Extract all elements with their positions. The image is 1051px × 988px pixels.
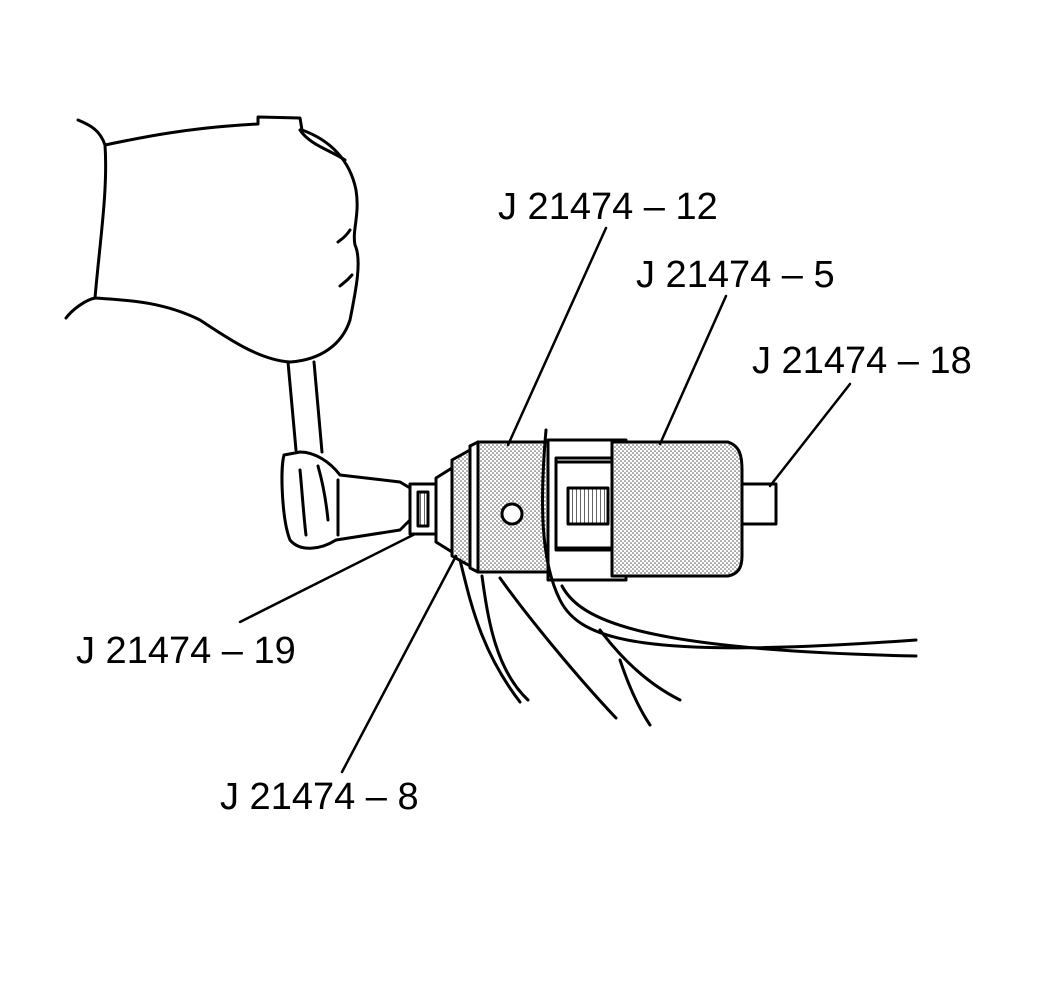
ratchet-wrench-icon [280, 360, 412, 550]
leader-19 [238, 532, 417, 624]
leader-lines [238, 226, 852, 774]
callout-j21474-18: J 21474 – 18 [752, 340, 972, 382]
leader-5 [658, 294, 728, 446]
end-nut [740, 482, 778, 526]
cable-icon [458, 428, 918, 727]
callout-j21474-19: J 21474 – 19 [76, 630, 296, 672]
washer-plate [450, 440, 480, 574]
leader-12 [506, 226, 608, 447]
extension-adapter [408, 466, 454, 554]
leader-8 [340, 554, 458, 774]
hand-icon [64, 115, 360, 364]
callout-j21474-8: J 21474 – 8 [220, 776, 419, 818]
callout-j21474-12: J 21474 – 12 [498, 186, 718, 228]
tool-body [610, 440, 744, 578]
callout-j21474-5: J 21474 – 5 [636, 254, 835, 296]
leader-18 [768, 382, 852, 488]
